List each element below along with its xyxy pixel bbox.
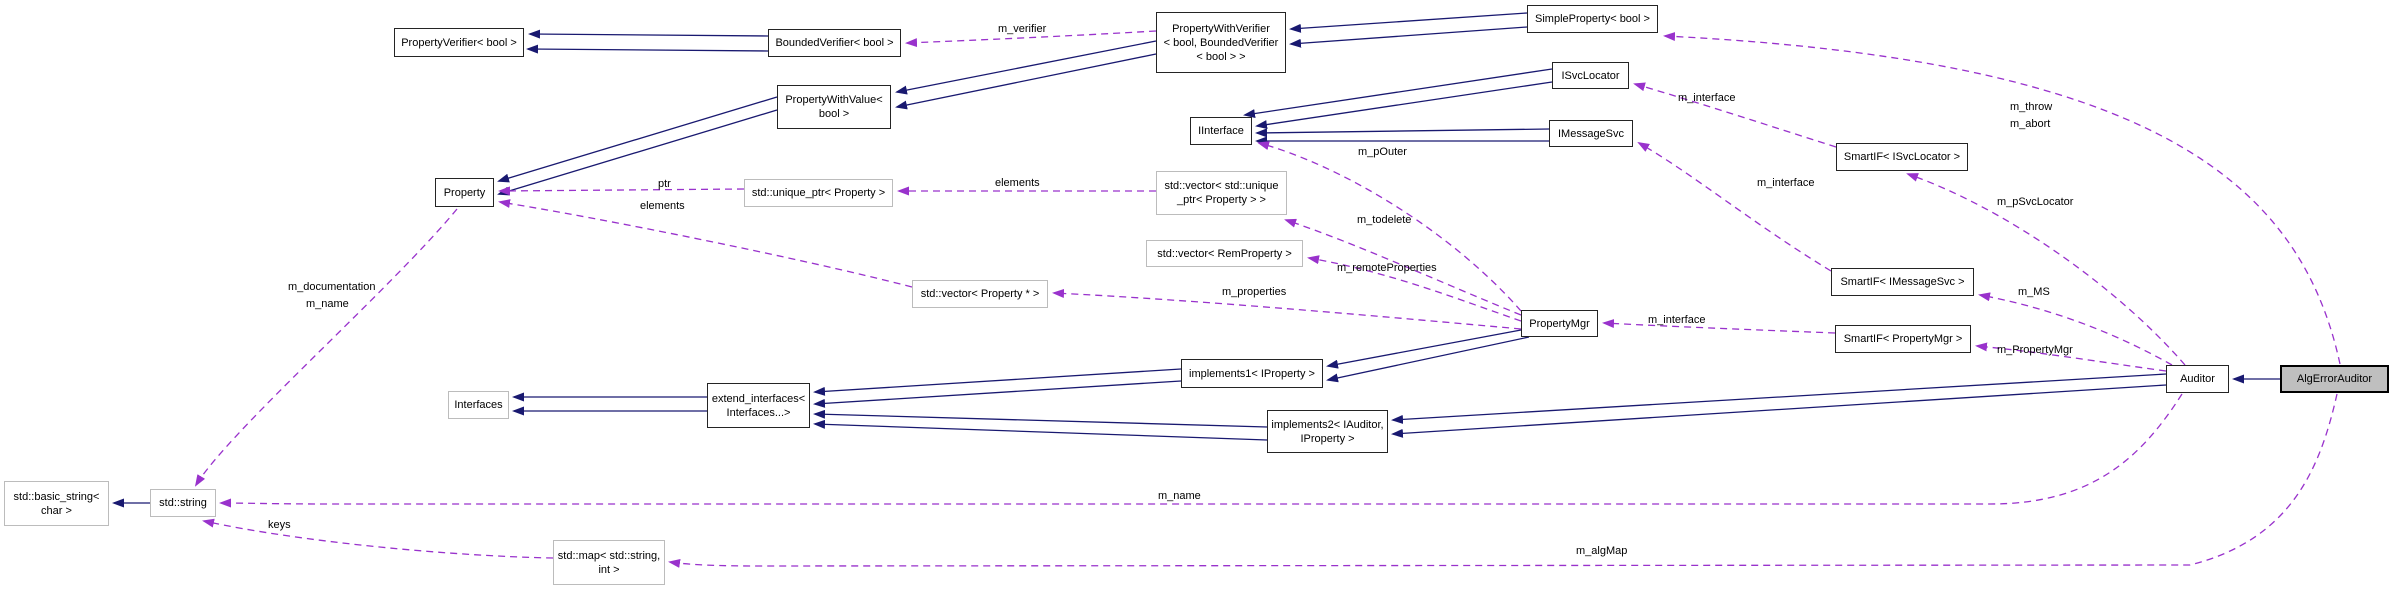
node-property-with-value-bool[interactable]: PropertyWithValue< bool >: [777, 85, 891, 129]
edge-label-m-verifier: m_verifier: [998, 23, 1047, 35]
node-std-vector-property-ptr: std::vector< Property * >: [912, 280, 1048, 308]
edge-label-m-abort: m_abort: [2010, 118, 2051, 130]
node-extend-interfaces[interactable]: extend_interfaces< Interfaces...>: [707, 383, 810, 428]
node-propertymgr[interactable]: PropertyMgr: [1521, 310, 1598, 337]
node-interfaces: Interfaces: [448, 391, 509, 419]
edge-label-m-documentation: m_documentation: [288, 281, 376, 293]
edge-label-ptr: ptr: [658, 178, 671, 190]
node-isvclocator[interactable]: ISvcLocator: [1552, 62, 1629, 89]
node-std-basic-string-char: std::basic_string< char >: [4, 481, 109, 526]
node-property[interactable]: Property: [435, 178, 494, 207]
node-alg-error-auditor: AlgErrorAuditor: [2280, 365, 2389, 393]
node-imessagesvc[interactable]: IMessageSvc: [1549, 120, 1633, 147]
edge-label-elements-vector: elements: [995, 177, 1040, 189]
node-std-vector-remproperty: std::vector< RemProperty >: [1146, 240, 1303, 267]
node-bounded-verifier-bool[interactable]: BoundedVerifier< bool >: [768, 29, 901, 57]
edge-label-m-throw: m_throw: [2010, 101, 2053, 113]
edge-label-keys: keys: [268, 519, 291, 531]
node-implements1-iproperty[interactable]: implements1< IProperty >: [1181, 359, 1323, 388]
edge-label-m-properties: m_properties: [1222, 286, 1287, 298]
node-std-map-string-int: std::map< std::string, int >: [553, 540, 665, 585]
node-smartif-isvclocator[interactable]: SmartIF< ISvcLocator >: [1836, 143, 1968, 171]
edge-label-m-remoteproperties: m_remoteProperties: [1337, 262, 1437, 274]
edge-label-m-interface-msgsvc: m_interface: [1757, 177, 1815, 189]
node-std-vector-unique-ptr: std::vector< std::unique _ptr< Property …: [1156, 171, 1287, 215]
edge-label-m-name-property: m_name: [306, 298, 349, 310]
node-std-unique-ptr-property: std::unique_ptr< Property >: [744, 179, 893, 207]
usage-edges: [194, 30, 2341, 568]
node-simple-property-bool[interactable]: SimpleProperty< bool >: [1527, 5, 1658, 33]
node-property-with-verifier[interactable]: PropertyWithVerifier < bool, BoundedVeri…: [1156, 12, 1286, 73]
edge-label-m-interface-propmgr: m_interface: [1648, 314, 1706, 326]
edge-label-m-ms: m_MS: [2018, 286, 2050, 298]
node-auditor[interactable]: Auditor: [2166, 365, 2229, 393]
node-std-string: std::string: [150, 489, 216, 517]
edge-label-m-pouter: m_pOuter: [1358, 146, 1407, 158]
node-implements2-iauditor[interactable]: implements2< IAuditor, IProperty >: [1267, 410, 1388, 453]
node-smartif-propertymgr[interactable]: SmartIF< PropertyMgr >: [1835, 325, 1971, 353]
edge-label-m-todelete: m_todelete: [1357, 214, 1412, 226]
edge-label-m-interface-svcloc: m_interface: [1678, 92, 1736, 104]
node-property-verifier-bool[interactable]: PropertyVerifier< bool >: [394, 28, 524, 57]
inheritance-edges: [112, 12, 2280, 508]
edge-label-m-algmap: m_algMap: [1576, 545, 1628, 557]
edge-label-elements-property: elements: [640, 200, 685, 212]
edge-label-m-name-auditor: m_name: [1158, 490, 1201, 502]
edge-label-m-propertymgr: m_PropertyMgr: [1997, 344, 2073, 356]
node-iinterface[interactable]: IInterface: [1190, 117, 1252, 145]
edge-label-m-psvclocator: m_pSvcLocator: [1997, 196, 2074, 208]
node-smartif-imessagesvc[interactable]: SmartIF< IMessageSvc >: [1831, 268, 1974, 296]
